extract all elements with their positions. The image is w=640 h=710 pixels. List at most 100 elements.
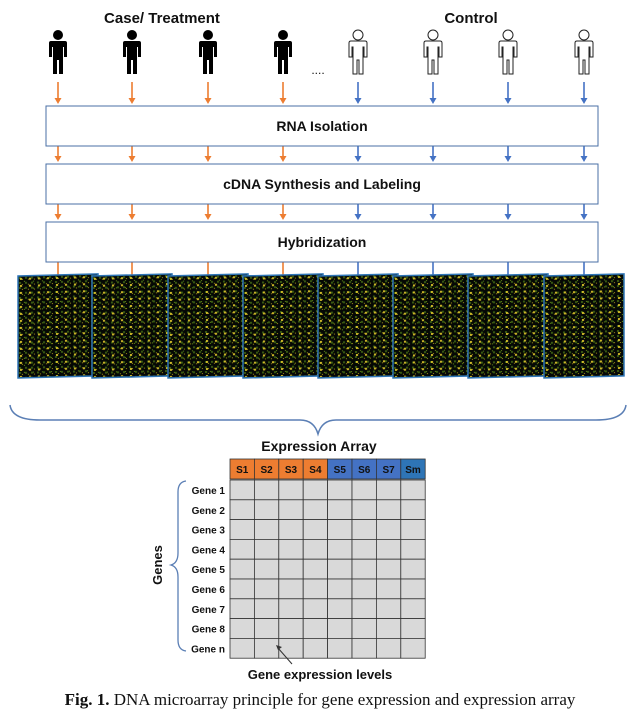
- expression-cell: [351, 638, 377, 659]
- flow-arrowhead: [504, 214, 512, 220]
- expression-cell: [375, 479, 402, 501]
- expression-cell: [375, 499, 402, 520]
- case-person-icon: [274, 30, 292, 74]
- expression-cell: [278, 618, 304, 639]
- control-person-icon: [574, 29, 594, 75]
- flow-arrowhead: [279, 98, 287, 104]
- gene-label: Gene 2: [192, 506, 226, 517]
- flow-arrowhead: [54, 156, 62, 162]
- expression-cell: [253, 598, 280, 619]
- expression-cell: [253, 558, 280, 580]
- expression-cell: [302, 618, 329, 639]
- genes-axis-label: Genes: [150, 545, 165, 585]
- expression-cell: [327, 618, 353, 639]
- expression-cell: [327, 578, 353, 600]
- flow-arrowhead: [429, 214, 437, 220]
- gene-label: Gene 4: [192, 545, 226, 556]
- expression-cell: [253, 499, 280, 520]
- expression-cell: [400, 578, 426, 600]
- gene-label: Gene 7: [192, 605, 226, 616]
- figure-caption: Fig. 1. DNA microarray principle for gen…: [0, 690, 640, 710]
- expression-cell: [375, 638, 402, 659]
- flow-arrowhead: [204, 98, 212, 104]
- expression-cell: [229, 499, 255, 520]
- expression-cell: [351, 519, 377, 540]
- flow-arrowhead: [54, 214, 62, 220]
- microarray-chip: [91, 273, 173, 379]
- expression-cell: [400, 519, 426, 540]
- case-group-label: Case/ Treatment: [104, 10, 220, 27]
- microarray-chip: [17, 273, 99, 379]
- expression-cell: [327, 558, 353, 580]
- flow-arrowhead: [504, 156, 512, 162]
- microarray-chip: [242, 273, 324, 379]
- control-person-icon: [348, 29, 368, 75]
- flow-arrowhead: [204, 156, 212, 162]
- expression-cell: [400, 638, 426, 659]
- expression-cell: [327, 539, 353, 560]
- expression-cell: [351, 598, 377, 619]
- expression-cell: [400, 479, 426, 501]
- sample-label: Sm: [405, 465, 421, 476]
- expression-cell: [253, 539, 280, 560]
- expression-cell: [327, 598, 353, 619]
- expression-cell: [229, 519, 255, 540]
- expression-cell: [400, 558, 426, 580]
- expression-cell: [229, 539, 255, 560]
- expression-cell: [229, 618, 255, 639]
- step-label: Hybridization: [278, 234, 367, 250]
- expression-cell: [375, 539, 402, 560]
- flow-arrowhead: [279, 156, 287, 162]
- expression-cell: [351, 618, 377, 639]
- caption-text: DNA microarray principle for gene expres…: [113, 690, 576, 709]
- expression-cell: [302, 479, 329, 501]
- genes-brace: [168, 480, 187, 652]
- flow-arrowhead: [354, 98, 362, 104]
- expression-cell: [375, 558, 402, 580]
- grouping-brace: [9, 404, 627, 437]
- expression-cell: [375, 578, 402, 600]
- microarray-chip: [543, 273, 625, 379]
- expression-cell: [229, 558, 255, 580]
- step-box: [45, 221, 599, 263]
- expression-cell: [278, 499, 304, 520]
- array-title: Expression Array: [261, 438, 377, 454]
- expression-cell: [351, 499, 377, 520]
- expression-cell: [302, 539, 329, 560]
- microarray-chips: [17, 273, 625, 379]
- control-person-icon: [498, 29, 518, 75]
- flow-arrowhead: [204, 214, 212, 220]
- expression-cell: [351, 578, 377, 600]
- expression-cell: [400, 598, 426, 619]
- expression-cell: [327, 499, 353, 520]
- expression-cell: [375, 598, 402, 619]
- step-box: [45, 163, 599, 205]
- expression-cell: [351, 539, 377, 560]
- gene-label: Gene n: [191, 644, 225, 655]
- flow-arrowhead: [54, 98, 62, 104]
- expression-cell: [375, 618, 402, 639]
- control-person-icon: [423, 29, 443, 75]
- expression-cell: [302, 558, 329, 580]
- expression-cell: [302, 578, 329, 600]
- expression-cell: [351, 558, 377, 580]
- expression-cell: [327, 479, 353, 501]
- sample-label: S6: [358, 465, 371, 476]
- flow-arrowhead: [429, 156, 437, 162]
- sample-header: [400, 458, 426, 480]
- flow-arrowhead: [354, 214, 362, 220]
- expression-cell: [351, 479, 377, 501]
- expression-cell: [229, 578, 255, 600]
- expression-cell: [253, 578, 280, 600]
- microarray-chip: [392, 273, 474, 379]
- flow-arrowhead: [279, 214, 287, 220]
- expression-levels-label: Gene expression levels: [248, 667, 393, 682]
- expression-cell: [302, 519, 329, 540]
- case-person-icon: [199, 30, 217, 74]
- microarray-chip: [317, 273, 399, 379]
- step-box: [45, 105, 599, 147]
- flow-arrowhead: [504, 98, 512, 104]
- expression-cell: [229, 598, 255, 619]
- expression-cell: [278, 519, 304, 540]
